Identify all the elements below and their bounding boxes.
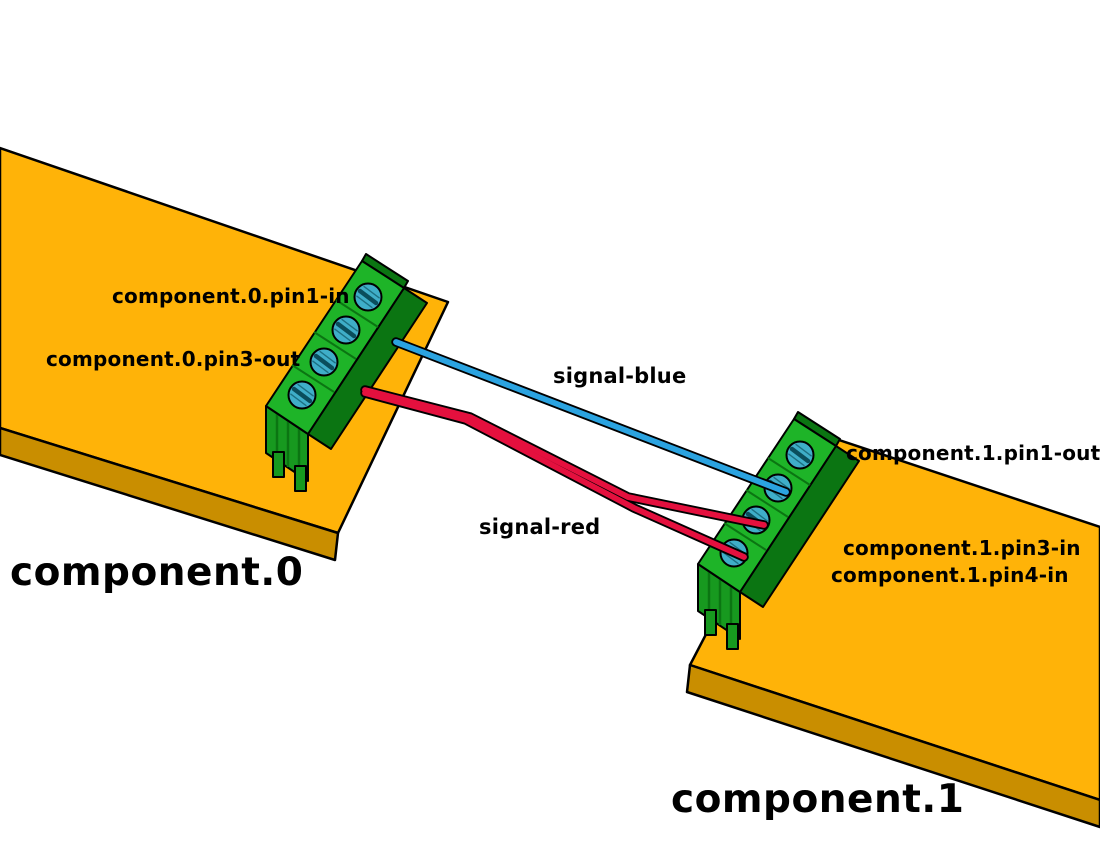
pcb-component-0-edge bbox=[0, 426, 340, 562]
label-component-0-pin1-in: component.0.pin1-in bbox=[112, 284, 350, 308]
label-component-0-pin3-out: component.0.pin3-out bbox=[46, 347, 301, 371]
label-signal-blue: signal-blue bbox=[553, 364, 687, 388]
label-component-1-pin3-in: component.1.pin3-in bbox=[843, 536, 1081, 560]
wire-signal-red-branch-b bbox=[362, 390, 747, 560]
label-component-1-pin4-in: component.1.pin4-in bbox=[831, 563, 1069, 587]
wire-signal-blue bbox=[393, 339, 789, 495]
label-component-1-pin1-out: component.1.pin1-out bbox=[846, 441, 1100, 465]
title-component-0: component.0 bbox=[10, 550, 304, 595]
label-signal-red: signal-red bbox=[479, 515, 601, 539]
pcb-component-1-edge bbox=[685, 663, 1100, 829]
wire-signal-red-branch-a bbox=[362, 387, 767, 528]
title-component-1: component.1 bbox=[671, 777, 965, 822]
